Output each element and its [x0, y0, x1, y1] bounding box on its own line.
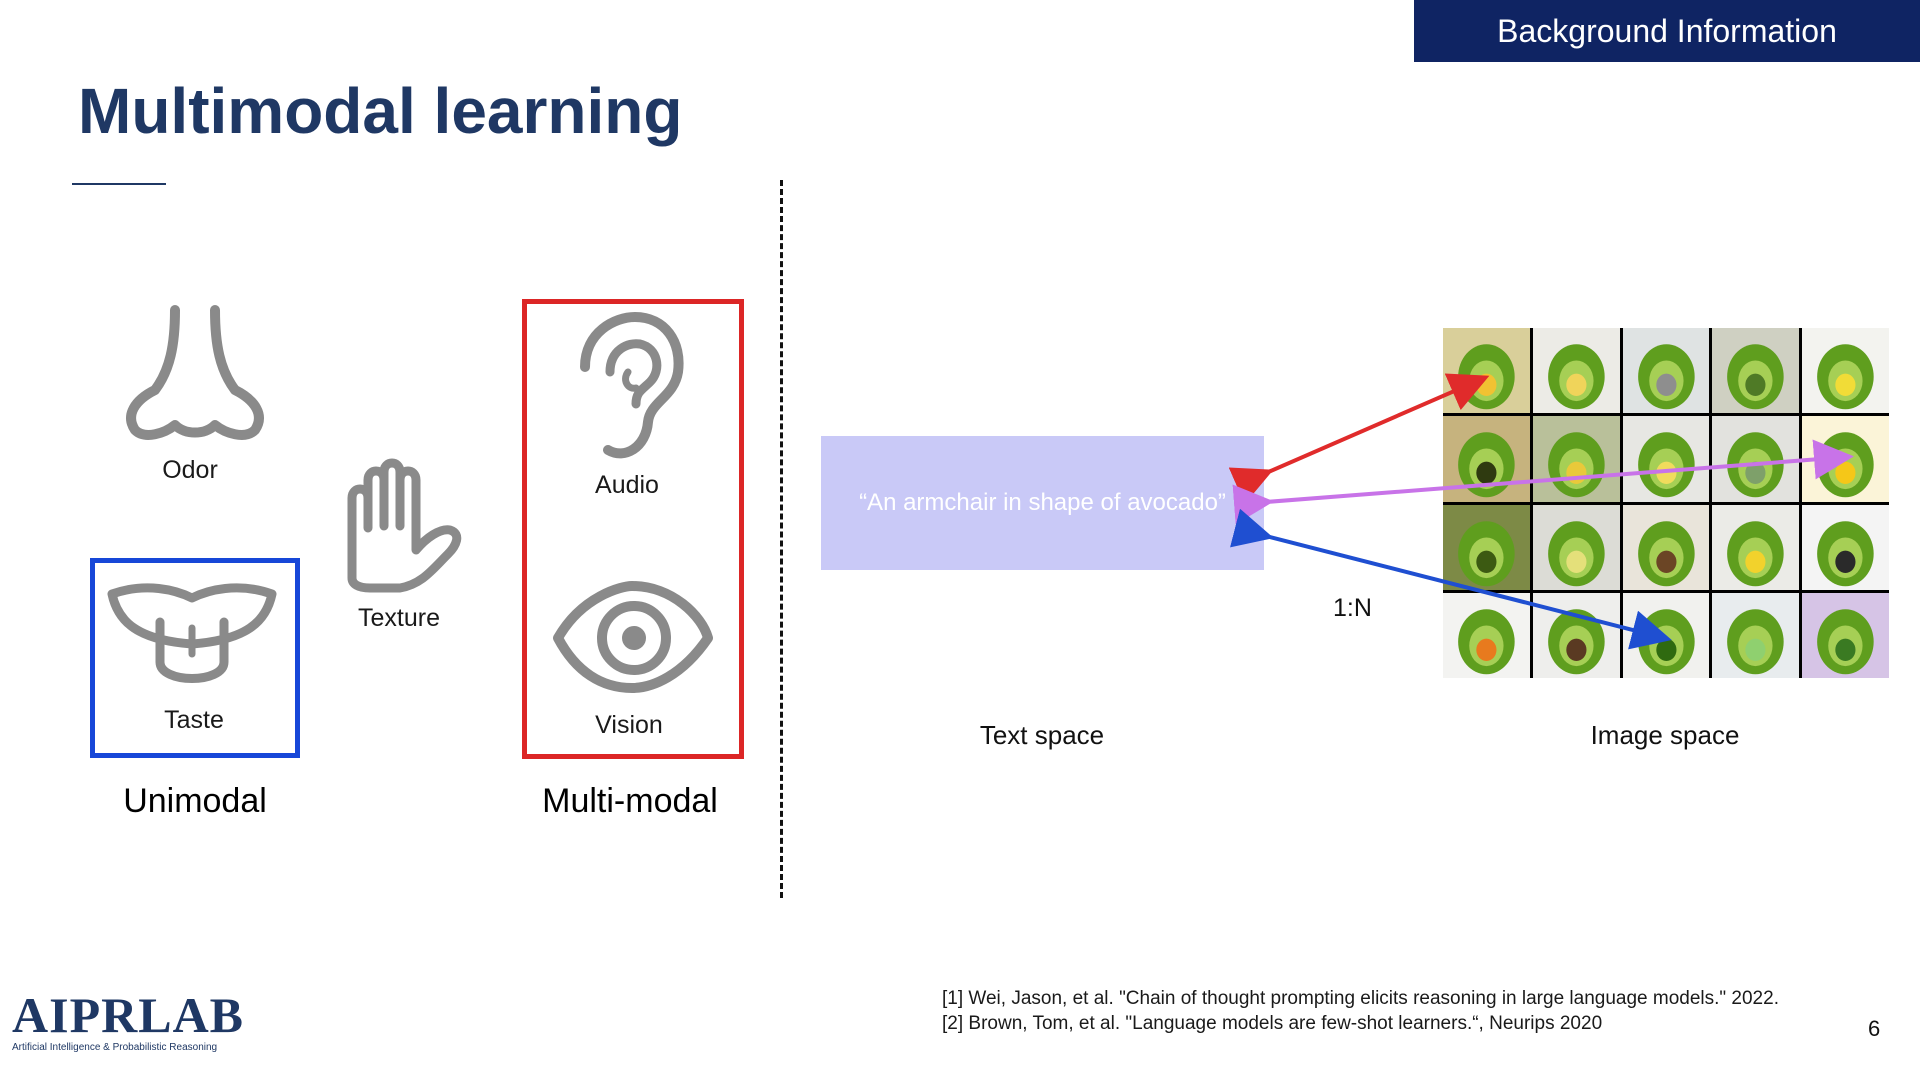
nose-icon [126, 305, 264, 440]
arrow-blue [1230, 508, 1672, 650]
avocado-chair-image [1622, 328, 1710, 414]
audio-label: Audio [595, 471, 659, 499]
section-tab: Background Information [1414, 0, 1920, 62]
avocado-chair-image [1802, 328, 1889, 414]
multimodal-label: Multi-modal [542, 782, 718, 820]
multimodal-highlight-box [522, 299, 744, 759]
eye-icon [553, 581, 713, 693]
text-prompt-box: “An armchair in shape of avocado” [821, 436, 1264, 570]
taste-label: Taste [164, 706, 224, 734]
hand-icon [347, 458, 462, 593]
panel-divider [780, 180, 783, 898]
odor-label: Odor [162, 456, 218, 484]
arrow-purple [1232, 439, 1854, 525]
title-underline [72, 183, 166, 185]
unimodal-label: Unimodal [123, 782, 267, 820]
avocado-chair-image [1712, 328, 1800, 414]
image-space-label: Image space [1590, 720, 1740, 750]
reference-1: [1] Wei, Jason, et al. "Chain of thought… [942, 988, 1779, 1009]
arrow-red [1228, 373, 1490, 505]
texture-label: Texture [358, 604, 440, 632]
avocado-chair-image [1532, 328, 1620, 414]
vision-label: Vision [595, 711, 663, 739]
avocado-chair-image [1802, 592, 1889, 678]
unimodal-highlight-box [90, 558, 300, 758]
tongue-icon [107, 583, 277, 683]
text-space-label: Text space [979, 720, 1105, 750]
ear-icon [580, 311, 684, 459]
page-number: 6 [1868, 1016, 1881, 1041]
avocado-chair-image [1712, 592, 1800, 678]
references: [1] Wei, Jason, et al. "Chain of thought… [942, 986, 1779, 1036]
logo-subtitle: Artificial Intelligence & Probabilistic … [12, 1042, 218, 1053]
slide-title: Multimodal learning [78, 75, 683, 147]
logo-wordmark: AIPRLAB [12, 987, 245, 1043]
ai-lab-logo: AIPRLAB Artificial Intelligence & Probab… [12, 990, 244, 1053]
reference-2: [2] Brown, Tom, et al. "Language models … [942, 1013, 1603, 1034]
